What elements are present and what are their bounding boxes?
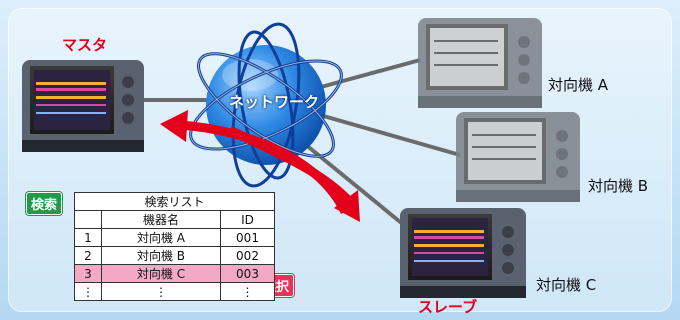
row-index: ⋮ bbox=[74, 282, 102, 301]
row-id: 001 bbox=[220, 228, 275, 247]
row-index: 2 bbox=[74, 246, 102, 265]
row-device-name: 対向機 B bbox=[101, 246, 221, 265]
table-row: ⋮ ⋮ ⋮ bbox=[74, 282, 275, 301]
master-label: マスタ bbox=[62, 36, 108, 54]
table-row: 1 対向機 A 001 bbox=[74, 228, 275, 247]
device-c bbox=[400, 208, 526, 298]
row-id: ⋮ bbox=[220, 282, 275, 301]
device-b bbox=[456, 112, 580, 202]
header-index bbox=[74, 210, 102, 229]
device-a-label: 対向機 A bbox=[548, 76, 609, 94]
search-tag: 検索 bbox=[26, 192, 63, 215]
row-id: 003 bbox=[220, 264, 275, 283]
search-list-table: 検索リスト 機器名 ID 1 対向機 A 001 2 対向機 B 002 3 対… bbox=[74, 192, 275, 301]
row-device-name: ⋮ bbox=[101, 282, 221, 301]
slave-label: スレーブ bbox=[418, 298, 478, 316]
search-list-title: 検索リスト bbox=[74, 192, 275, 211]
table-row-selected: 3 対向機 C 003 bbox=[74, 264, 275, 283]
header-device-name: 機器名 bbox=[101, 210, 221, 229]
row-index: 3 bbox=[74, 264, 102, 283]
header-id: ID bbox=[220, 210, 275, 229]
select-arrow bbox=[227, 125, 360, 222]
link-device-a bbox=[309, 58, 421, 92]
table-row: 2 対向機 B 002 bbox=[74, 246, 275, 265]
device-a bbox=[418, 18, 542, 108]
row-id: 002 bbox=[220, 246, 275, 265]
master-device bbox=[22, 60, 144, 152]
row-index: 1 bbox=[74, 228, 102, 247]
network-label: ネットワーク bbox=[228, 93, 319, 111]
row-device-name: 対向機 A bbox=[101, 228, 221, 247]
device-c-label: 対向機 C bbox=[536, 276, 597, 294]
device-b-label: 対向機 B bbox=[588, 177, 649, 195]
link-device-b bbox=[319, 113, 461, 157]
row-device-name: 対向機 C bbox=[101, 264, 221, 283]
